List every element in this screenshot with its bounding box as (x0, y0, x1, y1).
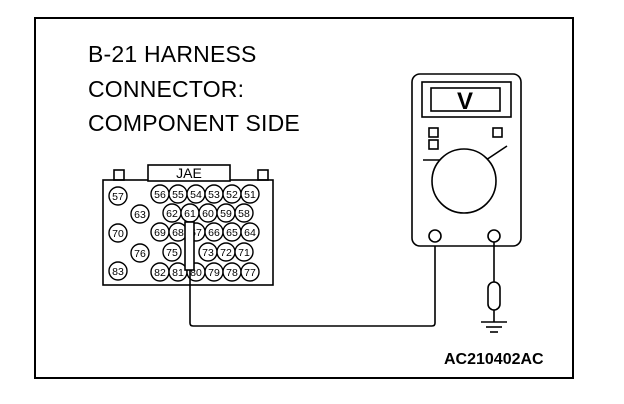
connector-pin-label-57: 57 (112, 191, 124, 203)
connector-pin-label-71: 71 (238, 247, 250, 259)
connector-guide-left (113, 169, 125, 181)
connector-pin-64 (240, 222, 260, 242)
title-line-1: B-21 HARNESS (88, 41, 257, 67)
connector-pin-76 (130, 243, 150, 263)
connector-pin-63 (130, 204, 150, 224)
connector-pin-label-56: 56 (154, 189, 166, 201)
connector-pin-label-53: 53 (208, 189, 220, 201)
voltmeter-rotary-dial (431, 148, 497, 214)
connector-pin-label-68: 68 (172, 227, 184, 239)
connector-maker-label: JAE (176, 165, 202, 181)
title-line-3: COMPONENT SIDE (88, 110, 300, 136)
voltmeter-jack-v (487, 229, 501, 243)
voltmeter (411, 73, 522, 247)
connector-pin-label-72: 72 (220, 247, 232, 259)
voltmeter-button-3 (492, 127, 503, 138)
connector-pin-label-81: 81 (172, 267, 184, 279)
connector-pin-label-55: 55 (172, 189, 184, 201)
probe-pin-body (184, 221, 195, 271)
harness-connector (102, 164, 274, 286)
connector-pin-83 (108, 261, 128, 281)
connector-pin-label-83: 83 (112, 266, 124, 278)
connector-pin-label-73: 73 (202, 247, 214, 259)
connector-pin-label-79: 79 (208, 267, 220, 279)
connector-pin-label-52: 52 (226, 189, 238, 201)
connector-pin-label-82: 82 (154, 267, 166, 279)
connector-pin-label-69: 69 (154, 227, 166, 239)
connector-pin-label-62: 62 (166, 208, 178, 220)
connector-pin-58 (234, 203, 254, 223)
connector-pin-label-66: 66 (208, 227, 220, 239)
connector-pin-label-58: 58 (238, 208, 250, 220)
reference-code: AC210402AC (444, 351, 544, 368)
dial-tick-right (485, 145, 508, 161)
connector-pin-label-80: 80 (190, 267, 202, 279)
title-line-2: CONNECTOR: (88, 76, 245, 102)
connector-pin-label-59: 59 (220, 208, 232, 220)
connector-pin-label-65: 65 (226, 227, 238, 239)
connector-pin-label-60: 60 (202, 208, 214, 220)
voltmeter-button-1 (428, 127, 439, 138)
connector-pins: 56 55 54 53 52 51 62 61 60 59 58 69 68 67 66 65 64 75 73 72… (108, 184, 260, 282)
connector-pin-label-61: 61 (184, 208, 196, 220)
ground-probe-handle (487, 281, 501, 311)
connector-pin-label-67: 67 (190, 227, 202, 239)
connector-pin-label-78: 78 (226, 267, 238, 279)
connector-pin-label-70: 70 (112, 228, 124, 240)
connector-lock-tab (147, 164, 231, 182)
connector-pin-70 (108, 223, 128, 243)
voltmeter-jack-com (428, 229, 442, 243)
voltmeter-range-symbol: V (457, 88, 473, 115)
test-lead-wire (189, 236, 436, 327)
connector-pin-51 (240, 184, 260, 204)
ground-probe (481, 242, 507, 333)
connector-pin-77 (240, 262, 260, 282)
connector-pin-75 (162, 242, 182, 262)
connector-pin-label-76: 76 (134, 248, 146, 260)
connector-pin-label-63: 63 (134, 209, 146, 221)
connector-pin-label-77: 77 (244, 267, 256, 279)
connector-pin-label-75: 75 (166, 247, 178, 259)
connector-pin-71 (234, 242, 254, 262)
connector-pin-label-51: 51 (244, 189, 256, 201)
connector-pin-label-54: 54 (190, 189, 202, 201)
connector-pin-57 (108, 186, 128, 206)
voltmeter-display (430, 87, 501, 112)
connector-guide-right (257, 169, 269, 181)
connector-pin-label-64: 64 (244, 227, 256, 239)
probe-pin (184, 221, 195, 271)
voltmeter-button-2 (428, 139, 439, 150)
